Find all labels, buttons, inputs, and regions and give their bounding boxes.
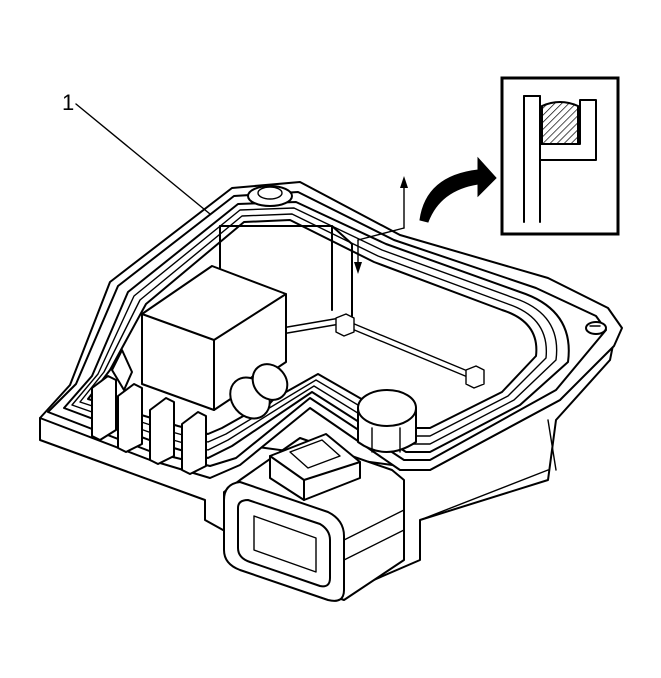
relay-block	[141, 265, 287, 411]
callout-1: 1	[62, 90, 211, 215]
direction-arrows-icon	[354, 176, 408, 274]
interior	[219, 185, 607, 389]
curved-arrow-icon	[419, 156, 497, 223]
detail-inset-icon	[500, 76, 620, 236]
capacitor-large	[357, 389, 417, 453]
electrical-connector	[223, 433, 405, 602]
callout-1-label: 1	[62, 90, 74, 115]
capacitor-small	[229, 363, 289, 420]
terminal-pins	[91, 349, 207, 475]
